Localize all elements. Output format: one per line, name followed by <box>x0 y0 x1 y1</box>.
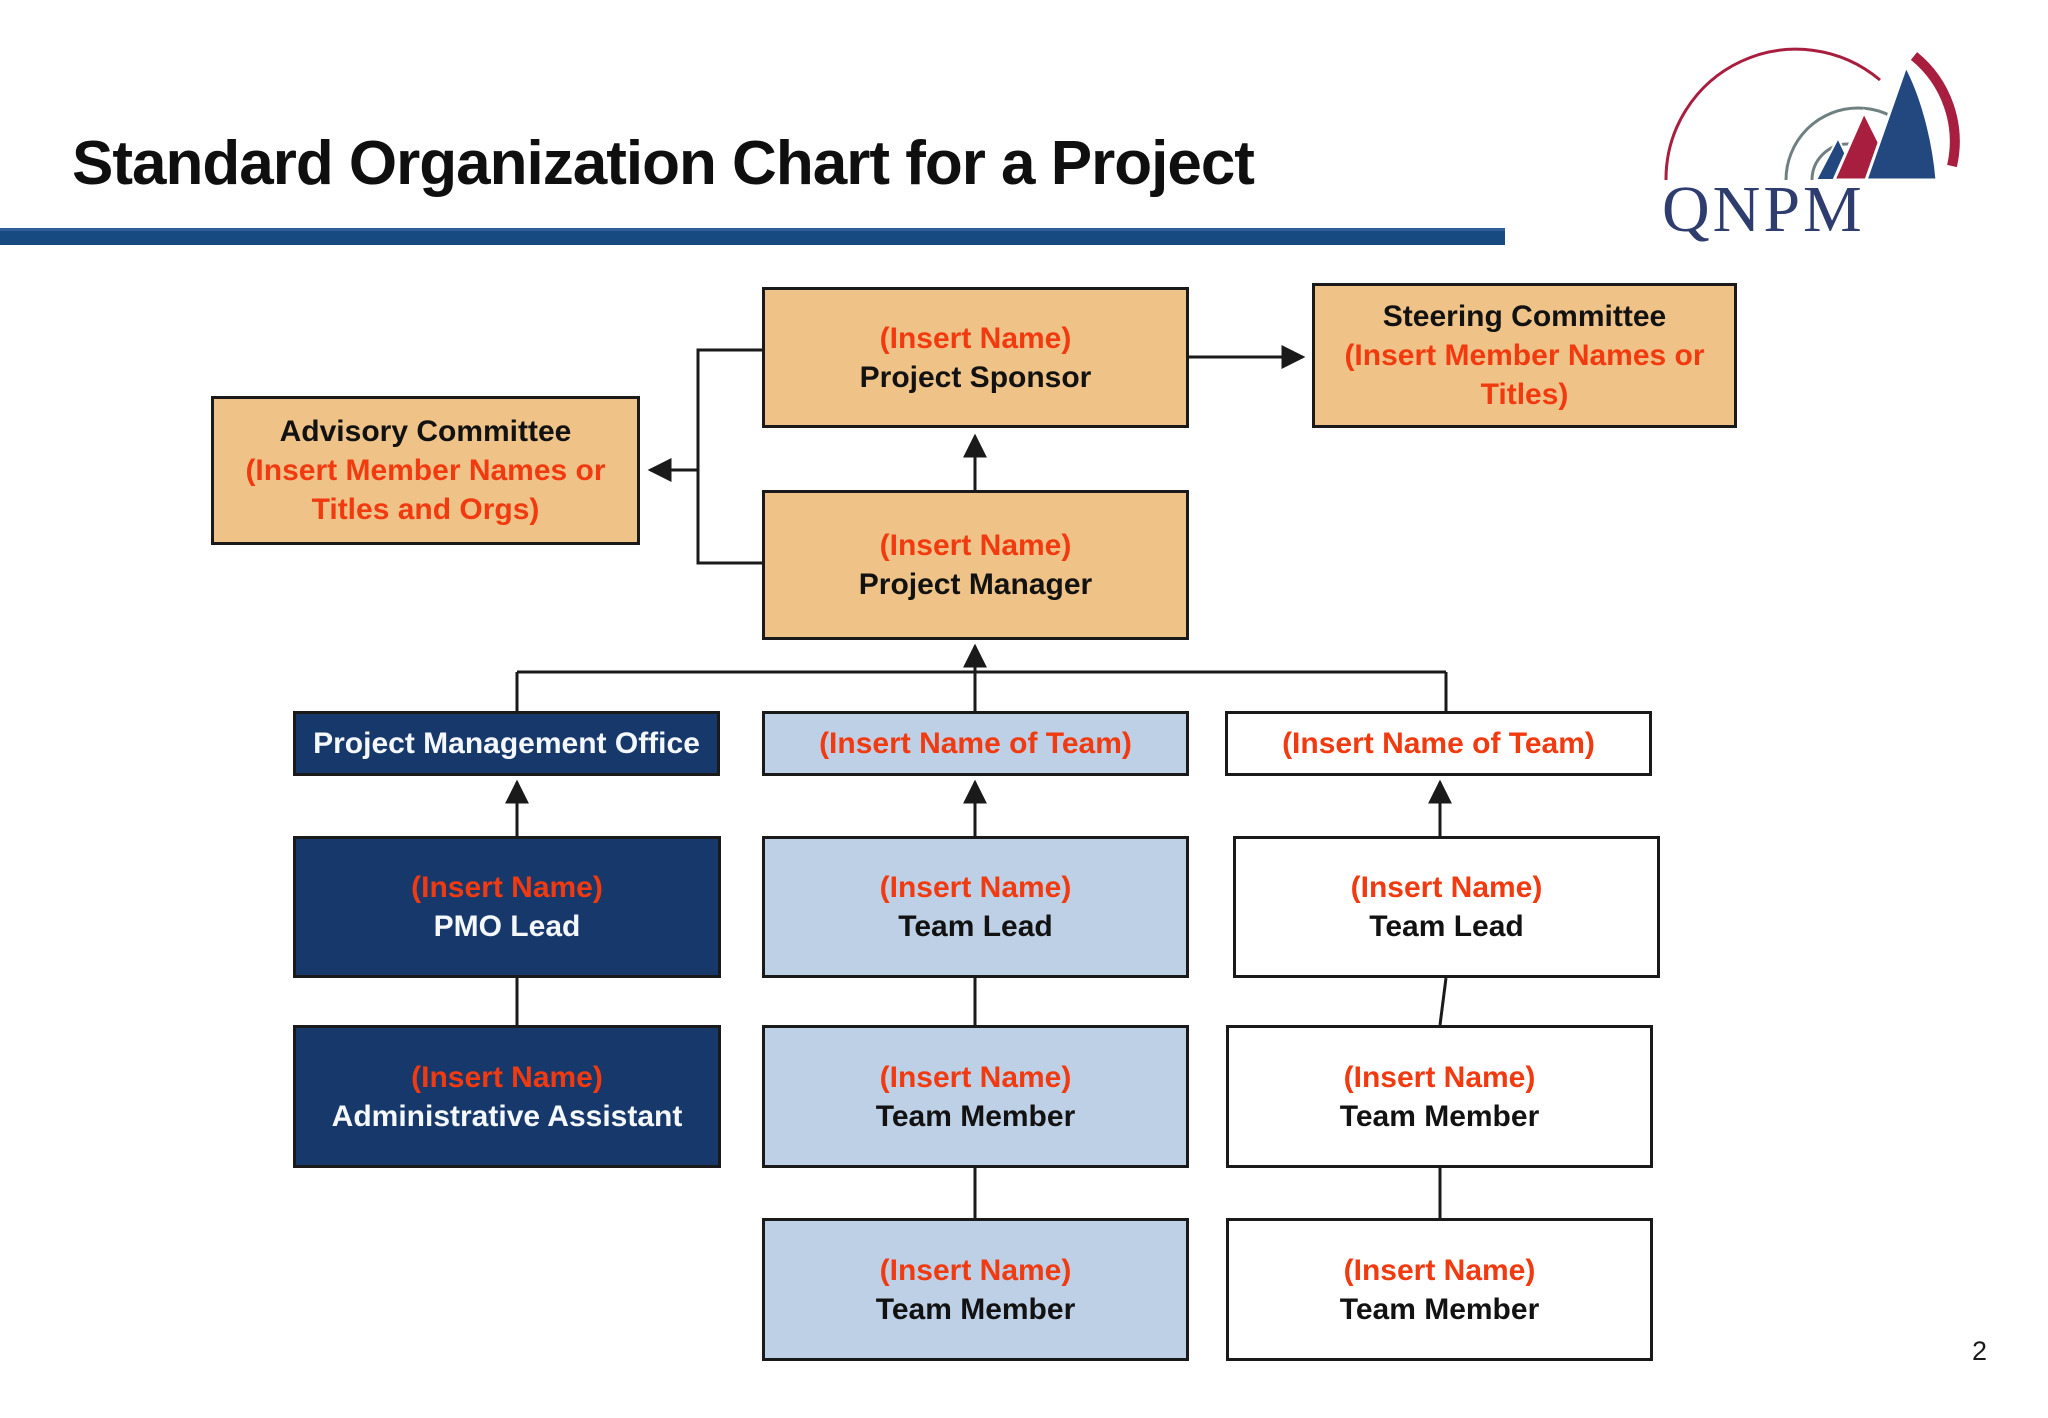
insert-name-label: (Insert Name) <box>411 871 603 904</box>
qnpm-logo-graphic <box>1664 47 1960 182</box>
connector-sponsor-manager-left <box>696 348 762 565</box>
role-label: Team Member <box>875 1099 1076 1133</box>
box-pmo-lead: (Insert Name) PMO Lead <box>293 836 721 978</box>
role-label: Team Lead <box>1369 910 1524 943</box>
role-label: Administrative Assistant <box>331 1099 683 1133</box>
role-label: Team Member <box>1339 1099 1540 1133</box>
role-label: Project Sponsor <box>859 360 1092 394</box>
page-number: 2 <box>1972 1336 1988 1366</box>
qnpm-logo-text: QNPM <box>1662 173 1865 246</box>
insert-name-label: (Insert Name) <box>1350 871 1543 904</box>
role-label: Project Management Office <box>313 727 700 760</box>
role-label: Team Member <box>875 1292 1076 1326</box>
logo-arc-outer <box>1664 47 1881 181</box>
title-divider-bar <box>0 228 1505 245</box>
role-label: Project Manager <box>858 568 1093 601</box>
box-team1-lead: (Insert Name) Team Lead <box>762 836 1189 978</box>
box-team1-member2: (Insert Name) Team Member <box>762 1218 1189 1361</box>
box-team2-lead: (Insert Name) Team Lead <box>1233 836 1660 978</box>
insert-name-label: (Insert Name) <box>879 529 1072 562</box>
box-project-manager: (Insert Name) Project Manager <box>762 490 1189 640</box>
box-administrative-assistant: (Insert Name) Administrative Assistant <box>293 1025 721 1168</box>
box-team1-header: (Insert Name of Team) <box>762 711 1189 776</box>
insert-name-label: (Insert Name of Team) <box>1282 727 1595 760</box>
insert-name-label: (Insert Name) <box>879 1253 1072 1287</box>
box-project-sponsor: (Insert Name) Project Sponsor <box>762 287 1189 428</box>
box-team2-header: (Insert Name of Team) <box>1225 711 1652 776</box>
insert-name-label: (Insert Name) <box>879 1060 1072 1094</box>
insert-name-label: (Insert Name) <box>879 321 1072 355</box>
box-steering-committee: Steering Committee (Insert Member Names … <box>1312 283 1737 428</box>
insert-name-label: (Insert Name) <box>1343 1060 1536 1094</box>
box-team2-member2: (Insert Name) Team Member <box>1226 1218 1653 1361</box>
logo-red-crescent <box>1910 52 1960 168</box>
box-pmo-header: Project Management Office <box>293 711 720 776</box>
insert-name-label: (Insert Member Names or Titles and Orgs) <box>245 454 606 526</box>
box-team2-member1: (Insert Name) Team Member <box>1226 1025 1653 1168</box>
logo-blue-mountain <box>1863 62 1939 182</box>
qnpm-logo: QNPM <box>1648 8 2040 266</box>
page-title: Standard Organization Chart for a Projec… <box>72 129 1255 198</box>
insert-name-label: (Insert Member Names or Titles) <box>1344 339 1705 411</box>
role-label: PMO Lead <box>433 910 581 943</box>
insert-name-label: (Insert Name) <box>411 1060 603 1094</box>
role-label: Advisory Committee <box>279 415 572 448</box>
insert-name-label: (Insert Name) <box>879 871 1072 904</box>
role-label: Team Member <box>1339 1292 1540 1326</box>
role-label: Team Lead <box>898 910 1053 943</box>
box-advisory-committee: Advisory Committee (Insert Member Names … <box>211 396 640 545</box>
insert-name-label: (Insert Name) <box>1343 1253 1536 1287</box>
box-team1-member1: (Insert Name) Team Member <box>762 1025 1189 1168</box>
insert-name-label: (Insert Name of Team) <box>819 727 1132 760</box>
connector-team2-lead-member <box>1438 977 1448 1026</box>
role-label: Steering Committee <box>1382 300 1667 333</box>
